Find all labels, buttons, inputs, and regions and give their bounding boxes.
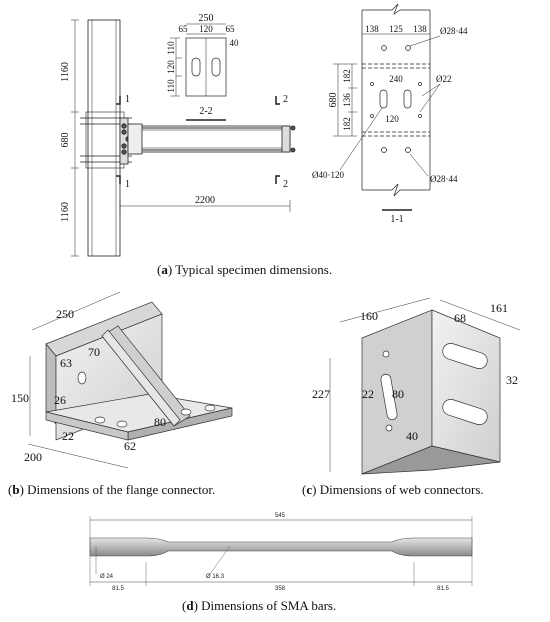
dim-120-s11: 120 [385, 114, 399, 124]
cut-2-top: 2 [283, 94, 288, 105]
dim-63-b: 63 [60, 356, 72, 370]
section-1-1 [333, 3, 441, 211]
dim-200-b: 200 [24, 450, 42, 464]
dim-250-s22: 250 [199, 13, 214, 24]
dim-32-c: 32 [506, 373, 518, 387]
connection-zone [80, 111, 296, 169]
dim-125-s11: 125 [389, 24, 403, 34]
hole-label-bottom: Ø40·120 [312, 170, 344, 180]
dim-136-s11: 136 [342, 93, 352, 107]
dim-120h-s22: 120 [166, 60, 176, 74]
web-connector-drawing [329, 297, 521, 475]
dim-68-c: 68 [454, 311, 466, 325]
section-1-1-label: 1-1 [390, 214, 403, 225]
dim-22-c: 22 [362, 387, 374, 401]
section-2-2-label: 2-2 [199, 106, 212, 117]
dim-62-b: 62 [124, 439, 136, 453]
hole-label-22: Ø22 [436, 74, 452, 84]
cut-1-bot: 1 [125, 179, 130, 190]
dim-40-c: 40 [406, 429, 418, 443]
hole-label-top: Ø28·44 [440, 26, 468, 36]
dim-24-d: Ø 24 [100, 574, 114, 580]
dim-240-s11: 240 [389, 74, 403, 84]
panel-a-elevation [71, 19, 296, 257]
dim-160-c: 160 [360, 309, 378, 323]
dim-65b-s22: 65 [226, 24, 236, 34]
dim-161-c: 161 [490, 301, 508, 315]
dim-65a-s22: 65 [179, 24, 189, 34]
dim-250-b: 250 [56, 307, 74, 321]
dim-227-c: 227 [312, 387, 330, 401]
cut-1-top: 1 [125, 94, 130, 105]
dim-80-b: 80 [154, 415, 166, 429]
dim-545-d: 545 [275, 513, 286, 519]
dim-22-b: 22 [62, 429, 74, 443]
dim-2200: 2200 [195, 195, 215, 206]
caption-c: (c) Dimensions of web connectors. [302, 482, 484, 497]
flange-connector-drawing [27, 291, 233, 469]
dim-1160-top: 1160 [60, 62, 71, 82]
sma-bar-drawing [89, 516, 473, 586]
hole-label-bottom-2: Ø28·44 [430, 174, 458, 184]
dim-182b-s11: 182 [342, 117, 352, 131]
dim-150-b: 150 [11, 391, 29, 405]
column [87, 19, 121, 257]
cut-2-bot: 2 [283, 179, 288, 190]
dim-680-s11: 680 [328, 93, 339, 108]
dim-70-b: 70 [88, 345, 100, 359]
dim-110b-s22: 110 [166, 79, 176, 93]
dim-138b-s11: 138 [413, 24, 427, 34]
dim-1160-bot: 1160 [60, 202, 71, 222]
dim-16-d: Ø 16.3 [206, 574, 225, 580]
caption-d: (d) Dimensions of SMA bars. [182, 598, 337, 613]
dim-358-d: 358 [275, 586, 286, 592]
dim-138a-s11: 138 [365, 24, 379, 34]
caption-b: (b) Dimensions of the flange connector. [8, 482, 216, 497]
dim-182a-s11: 182 [342, 69, 352, 83]
section-2-2 [170, 23, 227, 121]
dim-26-b: 26 [54, 393, 66, 407]
dim-80-c: 80 [392, 387, 404, 401]
dim-680: 680 [60, 133, 71, 148]
dim-815a-d: 81.5 [112, 586, 124, 592]
dim-120-s22: 120 [199, 24, 213, 34]
dim-40-s22: 40 [230, 38, 240, 48]
caption-a: (a) Typical specimen dimensions. [157, 262, 333, 277]
dim-815b-d: 81.5 [437, 586, 449, 592]
dim-110a-s22: 110 [166, 41, 176, 55]
